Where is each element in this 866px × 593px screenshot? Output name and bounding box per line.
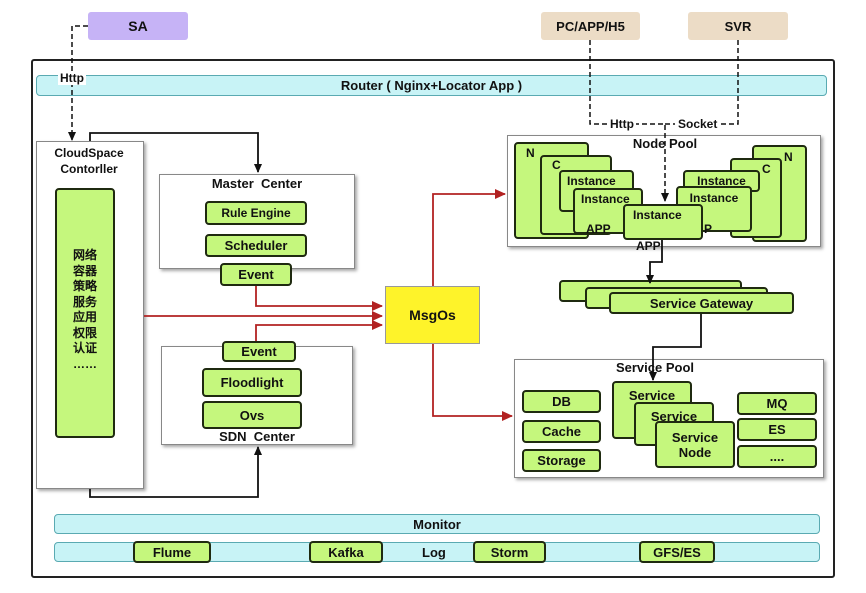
master-event-box[interactable]: Event	[220, 263, 292, 286]
node-n-left-label: N	[526, 146, 535, 160]
gfs-es-box[interactable]: GFS/ES	[639, 541, 715, 563]
feature-policy: 策略	[72, 279, 97, 293]
http-label-left: Http	[58, 71, 86, 85]
feature-more: ……	[73, 356, 97, 371]
feature-application: 应用	[72, 310, 97, 324]
http-label-right: Http	[608, 117, 636, 131]
p-right-label: P	[704, 222, 713, 236]
service-box-2-label: Service	[650, 409, 698, 424]
pc-app-h5-client[interactable]: PC/APP/H5	[541, 12, 640, 40]
more-services-box[interactable]: ....	[737, 445, 817, 468]
node-pool-title: Node Pool	[632, 136, 698, 151]
service-gateway-box[interactable]: Service Gateway	[609, 292, 794, 314]
router-bar[interactable]: Router ( Nginx+Locator App )	[36, 75, 827, 96]
cache-box[interactable]: Cache	[522, 420, 601, 443]
instance-front[interactable]: Instance	[623, 204, 703, 240]
mq-box[interactable]: MQ	[737, 392, 817, 415]
node-n-right-label: N	[784, 150, 793, 164]
floodlight-box[interactable]: Floodlight	[202, 368, 302, 397]
log-bar[interactable]	[54, 542, 820, 562]
instance-right-2-label: Instance	[689, 191, 739, 205]
db-box[interactable]: DB	[522, 390, 601, 413]
outer-frame	[31, 59, 835, 578]
app-left-label: APP	[586, 222, 611, 236]
service-pool-title: Service Pool	[615, 360, 695, 375]
socket-label: Socket	[675, 117, 721, 131]
sdn-center-title: SDN Center	[219, 429, 295, 444]
es-box[interactable]: ES	[737, 418, 817, 441]
service-node-box[interactable]: Service Node	[655, 421, 735, 468]
instance-front-label: Instance	[633, 208, 682, 222]
flume-box[interactable]: Flume	[133, 541, 211, 563]
sa-client[interactable]: SA	[88, 12, 188, 40]
feature-container: 容器	[72, 263, 97, 278]
monitor-bar[interactable]: Monitor	[54, 514, 820, 534]
master-center-title: Master Center	[211, 176, 303, 191]
storm-box[interactable]: Storm	[473, 541, 546, 563]
msgos-box[interactable]: MsgOs	[385, 286, 480, 344]
rule-engine-box[interactable]: Rule Engine	[205, 201, 307, 225]
scheduler-box[interactable]: Scheduler	[205, 234, 307, 257]
log-label: Log	[422, 545, 446, 560]
cloudspace-title: CloudSpace Contorller	[54, 146, 124, 176]
kafka-box[interactable]: Kafka	[309, 541, 383, 563]
service-box-1-label: Service	[628, 388, 676, 403]
feature-service: 服务	[72, 294, 97, 309]
feature-network: 网络	[72, 248, 97, 262]
sdn-event-box[interactable]: Event	[222, 341, 296, 362]
feature-auth: 认证	[72, 341, 97, 355]
cloudspace-feature-list: 网络 容器 策略 服务 应用 权限 认证 ……	[55, 248, 115, 372]
storage-box[interactable]: Storage	[522, 449, 601, 472]
feature-permission: 权限	[72, 325, 97, 340]
cloudspace-features-box[interactable]	[55, 188, 115, 438]
app-front-label: APP	[636, 239, 661, 253]
node-c-right-label: C	[762, 162, 771, 176]
ovs-box[interactable]: Ovs	[202, 401, 302, 429]
node-c-left-label: C	[552, 158, 561, 172]
svr-client[interactable]: SVR	[688, 12, 788, 40]
